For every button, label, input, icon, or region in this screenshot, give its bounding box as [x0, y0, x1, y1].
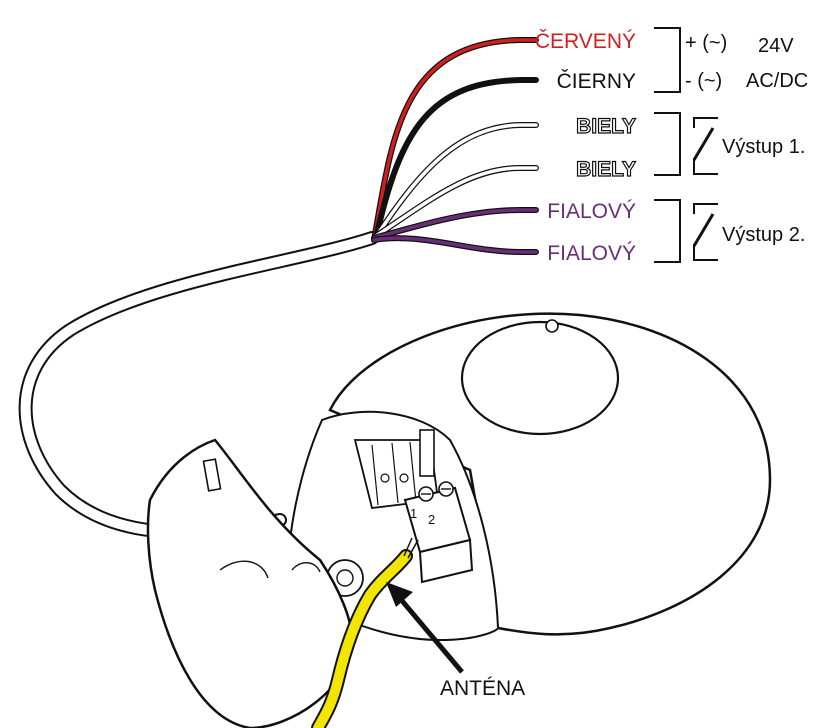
relay-contact-1 [692, 117, 718, 175]
antenna-label: ANTÉNA [440, 677, 525, 700]
device-cover [146, 438, 354, 728]
antenna-pointer: ANTÉNA [386, 582, 525, 700]
terminal-number-2: 2 [428, 512, 435, 527]
wire-label-3: BIELY [576, 115, 636, 138]
wire-3 [374, 123, 538, 239]
sensor-window [460, 320, 620, 436]
current-type-label: AC/DC [746, 70, 808, 92]
wire-label-2: ČIERNY [557, 70, 636, 93]
antenna-wire [311, 537, 419, 728]
relay-contact-2 [692, 203, 718, 261]
wire-5 [372, 208, 538, 240]
wire-label-5: FIALOVÝ [547, 200, 636, 223]
power-minus-label: - (~) [685, 70, 722, 92]
voltage-label: 24V [758, 35, 794, 57]
wire-label-4: BIELY [576, 158, 636, 181]
power-plus-label: + (~) [685, 32, 727, 54]
wire-2 [374, 78, 538, 240]
wire-label-1: ČERVENÝ [535, 30, 636, 53]
output-2-label: Výstup 2. [722, 224, 805, 246]
wire-labels: ČERVENÝ ČIERNY BIELY BIELY FIALOVÝ FIALOVÝ [535, 30, 637, 265]
wire-6 [372, 236, 538, 254]
output-1-label: Výstup 1. [722, 136, 805, 158]
wire-1 [372, 38, 538, 242]
screw-terminal: 1 2 [403, 481, 474, 584]
wire-bundle [371, 37, 539, 255]
output-1-bracket [654, 112, 681, 176]
terminal-number-1: 1 [410, 506, 417, 521]
brackets [654, 27, 681, 263]
wire-4 [374, 166, 538, 238]
power-bracket [654, 27, 681, 93]
cable [18, 231, 379, 540]
arrow-head-icon [386, 582, 413, 607]
output-2-bracket [654, 199, 681, 263]
device-body: 1 2 [288, 312, 772, 642]
wire-label-6: FIALOVÝ [547, 242, 636, 265]
